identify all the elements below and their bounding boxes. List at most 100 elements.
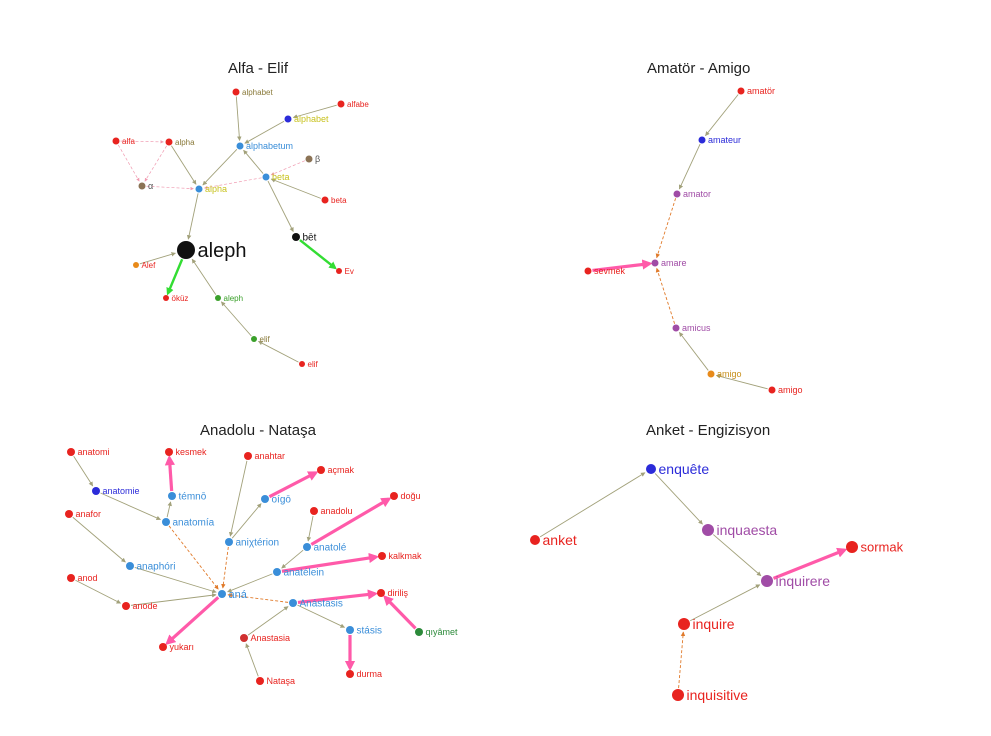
node-yukari[interactable]: yukarı: [159, 642, 194, 652]
node-amator[interactable]: amator: [673, 189, 712, 199]
node-alpha_grc[interactable]: alpha: [195, 184, 228, 194]
node-label: durma: [357, 669, 383, 679]
node-anixterion[interactable]: aniχtérion: [225, 538, 279, 549]
node-qiyamet[interactable]: qıyâmet: [415, 627, 458, 637]
node-beta_grc[interactable]: beta: [262, 172, 290, 182]
edge-alfa_en-to-alpha_en: [120, 140, 164, 144]
node-anafor[interactable]: anafor: [65, 509, 101, 519]
node-anatelein[interactable]: anatélein: [273, 568, 324, 579]
node-label: anatélein: [284, 568, 325, 579]
node-dot: [390, 492, 398, 500]
edge-beta_sym-to-beta_grc: [270, 160, 305, 176]
edge-anixterion-to-oigo: [231, 503, 262, 539]
node-amare[interactable]: amare: [651, 258, 687, 268]
node-label: stásis: [357, 626, 383, 637]
node-amator_tr[interactable]: amatör: [737, 86, 776, 96]
node-sormak[interactable]: sormak: [846, 540, 904, 555]
node-ana[interactable]: aná: [218, 589, 248, 601]
node-amicus[interactable]: amicus: [672, 323, 712, 333]
node-label: amatör: [747, 86, 775, 96]
node-oigo[interactable]: oígō: [261, 495, 291, 506]
node-dogu[interactable]: doğu: [390, 491, 421, 501]
node-kesmek[interactable]: kesmek: [165, 447, 207, 457]
node-inquirere[interactable]: inquirere: [761, 573, 830, 589]
node-inquaesta[interactable]: inquaesta: [702, 522, 777, 538]
node-dot: [846, 541, 858, 553]
node-sevmek[interactable]: sevmek: [584, 266, 626, 276]
node-inquisitive[interactable]: inquisitive: [672, 687, 748, 703]
node-dot: [138, 182, 146, 190]
edge-oigo-to-acmak: [268, 471, 319, 499]
node-alphabetum[interactable]: alphabetum: [236, 141, 294, 151]
node-kalkmak[interactable]: kalkmak: [378, 551, 422, 561]
node-aleph_heb[interactable]: aleph: [215, 294, 243, 303]
edge-alpha_en-to-alpha_sym: [144, 145, 167, 182]
node-alphabet_en[interactable]: alphabet: [232, 88, 274, 97]
node-okuz[interactable]: öküz: [163, 294, 188, 303]
node-elif_tr[interactable]: elif: [299, 360, 319, 369]
node-amigo_tr[interactable]: amigo: [768, 385, 803, 395]
node-dot: [256, 677, 264, 685]
node-anatomi[interactable]: anatomi: [67, 447, 110, 457]
node-alpha_sym[interactable]: α: [138, 181, 154, 191]
node-dirilis[interactable]: diriliş: [377, 588, 409, 598]
node-label: kalkmak: [389, 551, 423, 561]
node-dot: [162, 518, 170, 526]
node-alphabet_fr[interactable]: alphabet: [284, 114, 330, 124]
node-aleph[interactable]: aleph: [177, 240, 246, 262]
node-label: α: [148, 181, 153, 191]
node-dot: [346, 626, 354, 634]
edge-anatomi-to-anatomie: [73, 455, 94, 487]
node-dot: [292, 233, 300, 241]
node-enquete[interactable]: enquête: [646, 461, 709, 477]
node-amateur[interactable]: amateur: [698, 135, 742, 145]
node-bet[interactable]: bēt: [292, 233, 317, 244]
node-anatomie[interactable]: anatomie: [92, 486, 140, 496]
node-elif_ar[interactable]: elif: [251, 335, 271, 344]
node-label: anaphóri: [137, 562, 176, 573]
node-label: anadolu: [321, 506, 353, 516]
node-inquire[interactable]: inquire: [678, 616, 735, 632]
node-ev[interactable]: Ev: [336, 267, 354, 276]
node-label: amateur: [708, 135, 741, 145]
node-temno[interactable]: témnō: [168, 492, 207, 503]
panel-title: Amatör - Amigo: [647, 60, 751, 77]
node-acmak[interactable]: açmak: [317, 465, 355, 475]
node-alef[interactable]: Alef: [133, 261, 156, 270]
node-anatomia[interactable]: anatomía: [162, 518, 215, 529]
node-alpha_en[interactable]: alpha: [165, 138, 196, 147]
edge-amateur-to-amator: [678, 143, 701, 190]
node-anadolu[interactable]: anadolu: [310, 506, 353, 516]
node-dot: [168, 492, 176, 500]
panel-title: Anadolu - Nataşa: [200, 422, 316, 439]
node-anket[interactable]: anket: [530, 532, 577, 548]
node-durma[interactable]: durma: [346, 669, 382, 679]
node-alfabe[interactable]: alfabe: [337, 100, 370, 109]
node-beta_sym[interactable]: β: [305, 154, 321, 164]
node-anod[interactable]: anod: [67, 573, 98, 583]
node-label: beta: [272, 172, 290, 182]
panel-amator-amigo: Amatör - Amigo: [495, 0, 991, 410]
node-dot: [67, 448, 75, 456]
node-anastasia[interactable]: Anastasia: [240, 633, 290, 643]
node-natasa[interactable]: Nataşa: [256, 676, 295, 686]
edge-anaphori-to-ana: [134, 567, 217, 594]
node-label: açmak: [328, 465, 355, 475]
node-amigo_es[interactable]: amigo: [707, 369, 742, 379]
node-dot: [133, 262, 139, 268]
node-dot: [702, 524, 714, 536]
node-anatole[interactable]: anatolé: [303, 543, 347, 554]
node-beta_tr[interactable]: beta: [321, 196, 348, 205]
node-label: Nataşa: [267, 676, 296, 686]
node-dot: [584, 267, 592, 275]
node-label: alphabet: [294, 114, 329, 124]
node-alfa_en[interactable]: alfa: [112, 137, 136, 146]
node-anode[interactable]: anode: [122, 601, 158, 611]
edge-sevmek-to-amare: [592, 259, 653, 273]
node-stasis[interactable]: stásis: [346, 626, 382, 637]
node-anaphori[interactable]: anaphóri: [126, 562, 175, 573]
edge-anastasia-to-anastasis: [247, 606, 289, 636]
node-anahtar[interactable]: anahtar: [244, 451, 285, 461]
node-anastasis[interactable]: Anástasis: [289, 599, 343, 610]
node-dot: [678, 618, 690, 630]
